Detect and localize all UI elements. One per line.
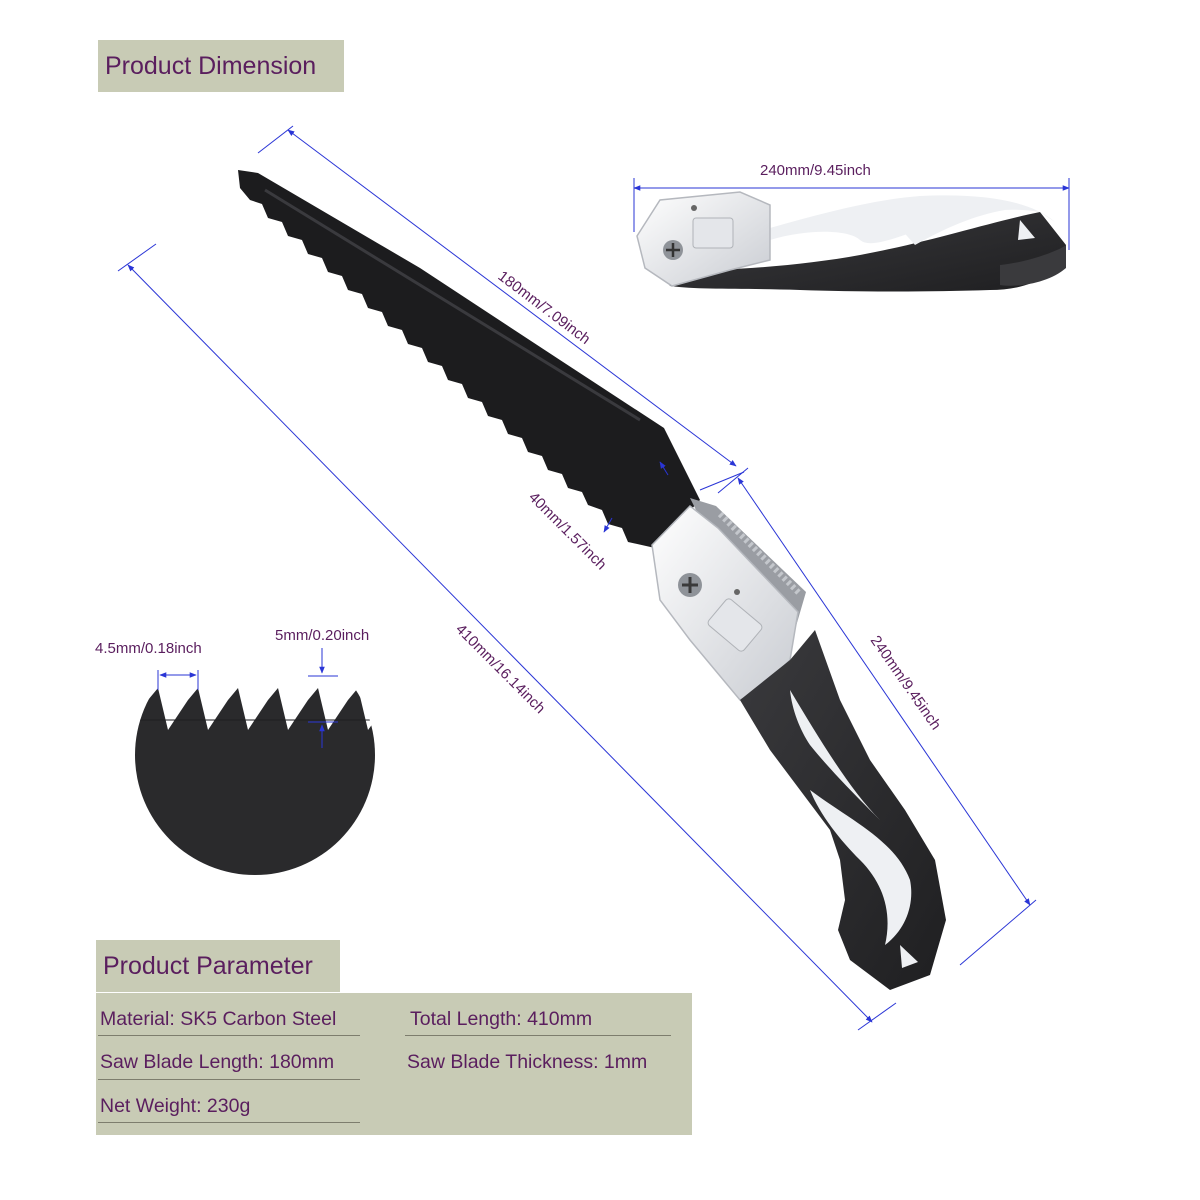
param-material: Material: SK5 Carbon Steel bbox=[100, 1008, 337, 1030]
saw-open bbox=[238, 170, 946, 990]
handle-length-folded-label: 240mm/9.45inch bbox=[760, 162, 871, 179]
param-blade-length: Saw Blade Length: 180mm bbox=[100, 1051, 335, 1073]
product-parameter-header: Product Parameter bbox=[96, 940, 340, 992]
divider bbox=[98, 1122, 360, 1123]
param-total-length: Total Length: 410mm bbox=[410, 1008, 593, 1030]
product-dimension-title: Product Dimension bbox=[105, 51, 317, 80]
product-parameter-title: Product Parameter bbox=[103, 951, 313, 980]
saw-folded bbox=[636, 191, 1066, 292]
divider bbox=[98, 1079, 360, 1080]
param-blade-thickness: Saw Blade Thickness: 1mm bbox=[407, 1051, 648, 1073]
divider bbox=[405, 1035, 671, 1036]
parameter-panel bbox=[96, 993, 692, 1135]
param-net-weight: Net Weight: 230g bbox=[100, 1095, 251, 1117]
divider bbox=[98, 1035, 360, 1036]
dimension-lines bbox=[117, 125, 1070, 1031]
product-dimension-header: Product Dimension bbox=[98, 40, 344, 92]
total-length-label: 410mm/16.14inch bbox=[452, 621, 548, 717]
tooth-height-label: 5mm/0.20inch bbox=[275, 627, 369, 644]
teeth-closeup bbox=[135, 688, 375, 875]
saw-blade bbox=[238, 170, 700, 548]
tooth-spacing-label: 4.5mm/0.18inch bbox=[95, 640, 202, 657]
